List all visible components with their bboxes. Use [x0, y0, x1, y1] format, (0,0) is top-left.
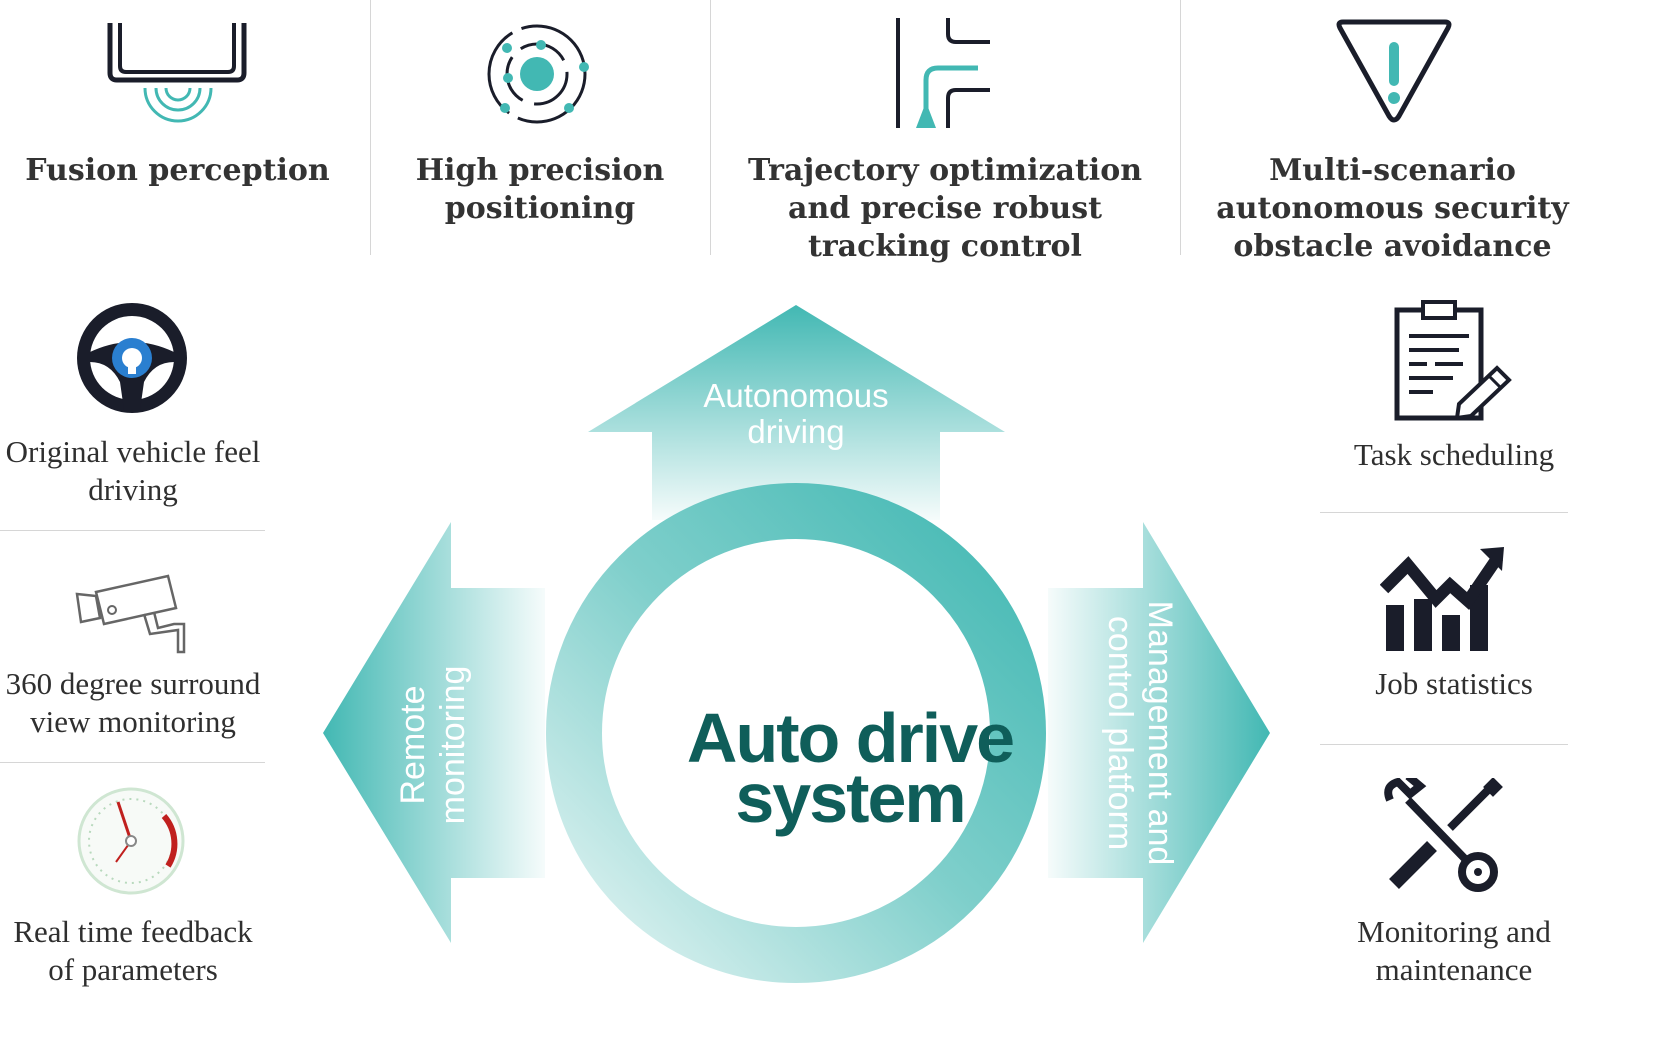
- clipboard-pen-icon: [1394, 300, 1512, 421]
- left-label-surround-view: 360 degree surround view monitoring: [5, 666, 261, 739]
- top-divider-2: [710, 0, 711, 255]
- arrow-label-management-control-platform: Management and control platform: [1101, 600, 1179, 866]
- warning-triangle-icon: [1336, 19, 1452, 123]
- left-divider-1: [0, 530, 265, 531]
- arrow-label-remote-monitoring: Remote monitoring: [394, 665, 472, 825]
- center-title: Auto drive system: [686, 699, 1015, 837]
- orbit-positioning-icon: [487, 24, 589, 124]
- speedometer-icon: [77, 787, 185, 895]
- left-divider-2: [0, 762, 265, 763]
- right-label-task-scheduling: Task scheduling: [1353, 437, 1555, 472]
- wrench-screwdriver-icon: [1384, 778, 1503, 892]
- arrow-up-shape: [588, 305, 1005, 520]
- left-label-original-vehicle-feel: Original vehicle feel driving: [5, 434, 261, 507]
- sensor-radar-icon: [107, 23, 247, 123]
- right-divider-1: [1320, 512, 1568, 513]
- arrow-label-autonomous-driving: Autonomous driving: [703, 377, 889, 450]
- feature-title-fusion-perception: Fusion perception: [25, 153, 330, 188]
- left-label-realtime-feedback: Real time feedback of parameters: [13, 914, 253, 987]
- central-ring: [546, 483, 1046, 983]
- bar-chart-trend-icon: [1380, 547, 1504, 651]
- surveillance-camera-icon: [75, 574, 186, 654]
- arrow-right-shape: [1048, 522, 1270, 943]
- top-divider-3: [1180, 0, 1181, 255]
- right-divider-2: [1320, 744, 1568, 745]
- trajectory-path-icon: [896, 18, 990, 128]
- steering-wheel-icon: [77, 303, 187, 413]
- feature-title-high-precision-positioning: High precision positioning: [415, 153, 665, 226]
- feature-title-trajectory-optimization: Trajectory optimization and precise robu…: [747, 153, 1143, 264]
- feature-title-obstacle-avoidance: Multi-scenario autonomous security obsta…: [1216, 153, 1569, 264]
- top-divider-1: [370, 0, 371, 255]
- right-label-job-statistics: Job statistics: [1375, 666, 1533, 701]
- right-label-monitoring-maintenance: Monitoring and maintenance: [1357, 914, 1551, 987]
- arrow-left-shape: [323, 522, 545, 943]
